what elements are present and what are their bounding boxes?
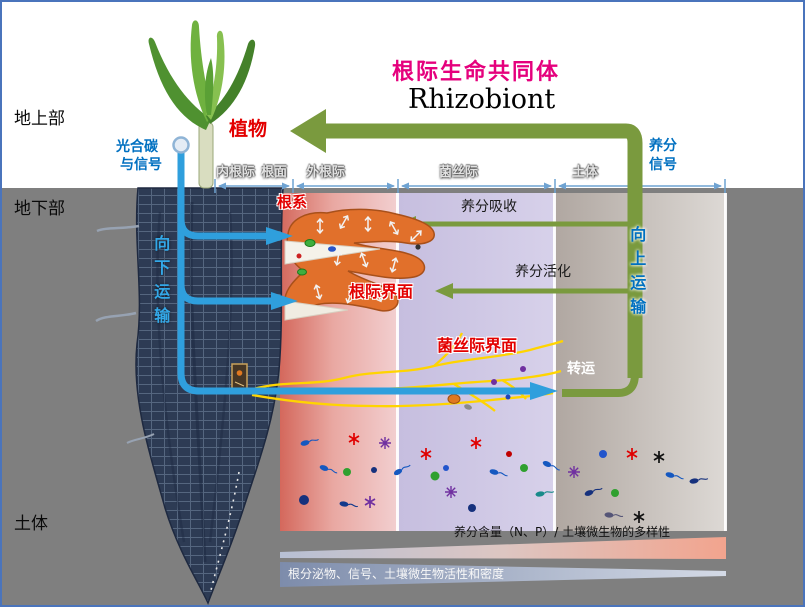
- main-title-cn: 根际生命共同体: [392, 60, 561, 85]
- zone-separator: [724, 193, 727, 531]
- photosynthetic-carbon-label-1: 光合碳: [116, 139, 158, 155]
- zone-scale-arrows: [214, 179, 726, 193]
- photosynthetic-carbon-label-2: 与信号: [120, 157, 162, 173]
- nutrient-uptake-label: 养分吸收: [461, 199, 517, 215]
- gradient-wedges: [280, 537, 726, 587]
- root-system-label: 根系: [277, 193, 308, 211]
- inset-box: [231, 363, 248, 391]
- downward-transport-label: 向下运输: [151, 235, 171, 331]
- below-ground-label: 地下部: [14, 199, 65, 219]
- nutrient-signal-label-1: 养分: [649, 138, 677, 154]
- zone-label-ectorhizosphere: 外根际: [306, 165, 346, 180]
- root-illustration: [95, 187, 284, 605]
- blue-transport-arrows: [177, 149, 558, 400]
- hyphosphere-interface-label: 菌丝际界面: [437, 336, 518, 355]
- main-title-en: Rhizobiont: [408, 84, 556, 115]
- plant-label: 植物: [229, 118, 268, 140]
- wedge-top-label: 养分含量（N、P）/ 土壤微生物的多样性: [454, 525, 671, 539]
- zone-label-endorhizosphere: 内根际: [216, 165, 256, 180]
- hyphae-network: [249, 332, 564, 412]
- wedge-bottom-label: 根分泌物、信号、土壤微生物活性和密度: [288, 567, 505, 581]
- corn-plant: [148, 20, 256, 189]
- above-ground-label: 地上部: [14, 109, 65, 129]
- plant-base-node: [172, 136, 190, 154]
- zone-label-root-surface: 根面: [261, 165, 288, 180]
- root-tip-rhizosphere: [284, 208, 435, 321]
- zone-separator: [553, 193, 556, 531]
- upward-transport-label: 向上运输: [627, 226, 647, 322]
- bulk-soil-left-label: 土体: [14, 514, 48, 534]
- zone-label-bulk-soil: 土体: [572, 165, 599, 180]
- nutrient-activation-label: 养分活化: [515, 264, 571, 280]
- hyphosphere-zone: [398, 193, 555, 531]
- translocation-label: 转运: [567, 361, 595, 377]
- zone-separator: [396, 193, 399, 531]
- rhizosphere-interface-label: 根际界面: [349, 282, 414, 301]
- nutrient-signal-label-2: 信号: [649, 157, 677, 173]
- zone-label-hyphosphere: 菌丝际: [439, 165, 479, 180]
- microbes-group: [299, 432, 709, 524]
